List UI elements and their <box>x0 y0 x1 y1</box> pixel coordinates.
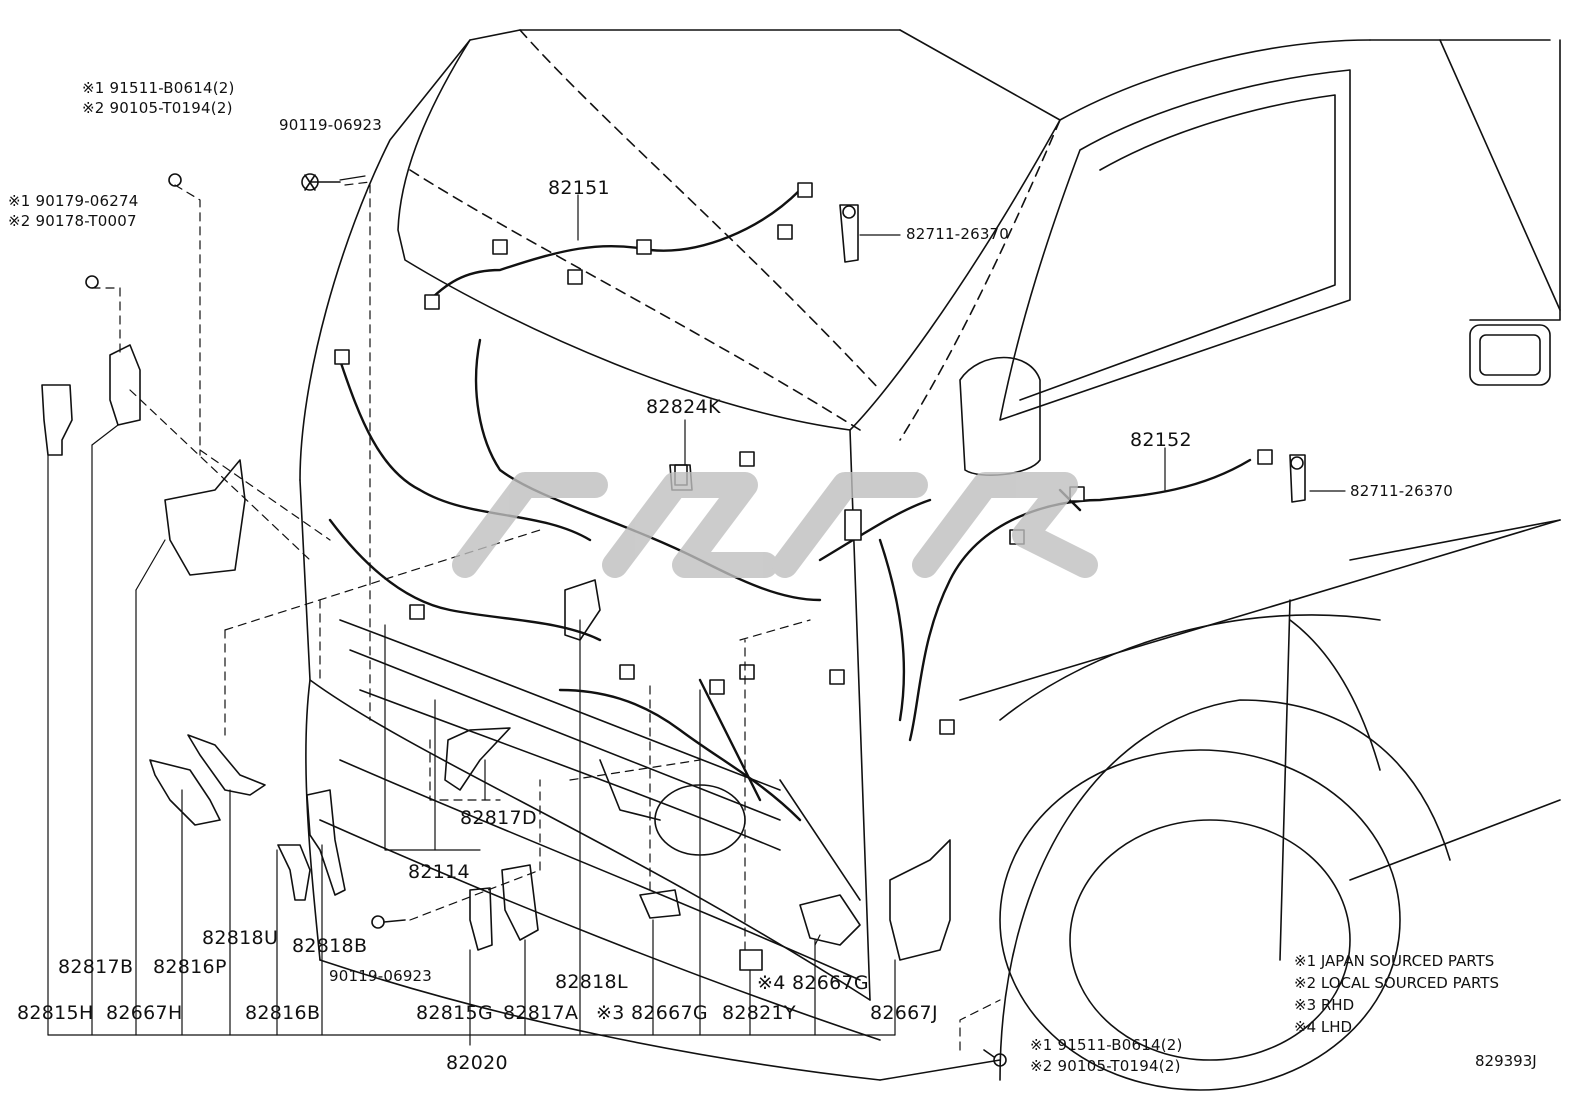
callout-82818B: 82818B <box>292 935 368 957</box>
callout-82817A: 82817A <box>503 1002 579 1024</box>
callout-82821Y: 82821Y <box>722 1002 796 1024</box>
side-window <box>999 39 1561 421</box>
dashed-leaders <box>91 181 1001 1051</box>
callout-82020: 82020 <box>446 1052 508 1074</box>
callout-82815H: 82815H <box>17 1002 94 1024</box>
callout-82667J: 82667J <box>870 1002 938 1024</box>
callout-82817B: 82817B <box>58 956 134 978</box>
front-wheel <box>999 619 1451 1091</box>
callout-82667H: 82667H <box>106 1002 183 1024</box>
callout-82818L: 82818L <box>555 971 628 993</box>
van-body-outline <box>299 29 1561 1081</box>
diagram-code: 829393J <box>1475 1052 1537 1070</box>
front-grille <box>319 619 881 1041</box>
solid-leaders <box>47 175 1346 1046</box>
brackets <box>41 173 1306 1067</box>
callout-bottom-bolt: ※1 91511-B0614(2) ※2 90105-T0194(2) <box>1030 1036 1183 1075</box>
windshield-outline <box>409 29 1061 441</box>
callout-82152: 82152 <box>1130 429 1192 451</box>
legend-item: ※1 JAPAN SOURCED PARTS <box>1294 952 1495 970</box>
door-handle <box>1469 324 1551 386</box>
callout-82151: 82151 <box>548 177 610 199</box>
legend-item: ※2 LOCAL SOURCED PARTS <box>1294 974 1499 992</box>
callout-82817D: 82817D <box>460 807 537 829</box>
callout-82818U: 82818U <box>202 927 279 949</box>
source-legend: ※1 JAPAN SOURCED PARTS ※2 LOCAL SOURCED … <box>1294 950 1499 1038</box>
callout-bolt-90119-top: 90119-06923 <box>279 116 383 134</box>
callout-82711-26370-lower: 82711-26370 <box>1350 482 1454 500</box>
callout-nut: ※1 90179-06274 ※2 90178-T0007 <box>8 192 139 230</box>
callout-82824K: 82824K <box>646 396 721 418</box>
callout-82667G-lhd: ※4 82667G <box>757 972 869 994</box>
callout-82816P: 82816P <box>153 956 227 978</box>
callout-82711-26370-upper: 82711-26370 <box>906 225 1010 243</box>
callout-top-bolt: ※1 91511-B0614(2) ※2 90105-T0194(2) <box>82 79 235 117</box>
callout-82816B: 82816B <box>245 1002 321 1024</box>
legend-item: ※3 RHD <box>1294 996 1355 1014</box>
engine-harness-82151 <box>328 188 932 822</box>
callout-bolt-90119-bottom: 90119-06923 <box>329 967 433 985</box>
callout-82815G: 82815G <box>416 1002 493 1024</box>
callout-82114: 82114 <box>408 861 470 883</box>
watermark-logo <box>452 472 1098 578</box>
legend-item: ※4 LHD <box>1294 1018 1353 1036</box>
callout-82667G-rhd: ※3 82667G <box>596 1002 708 1024</box>
